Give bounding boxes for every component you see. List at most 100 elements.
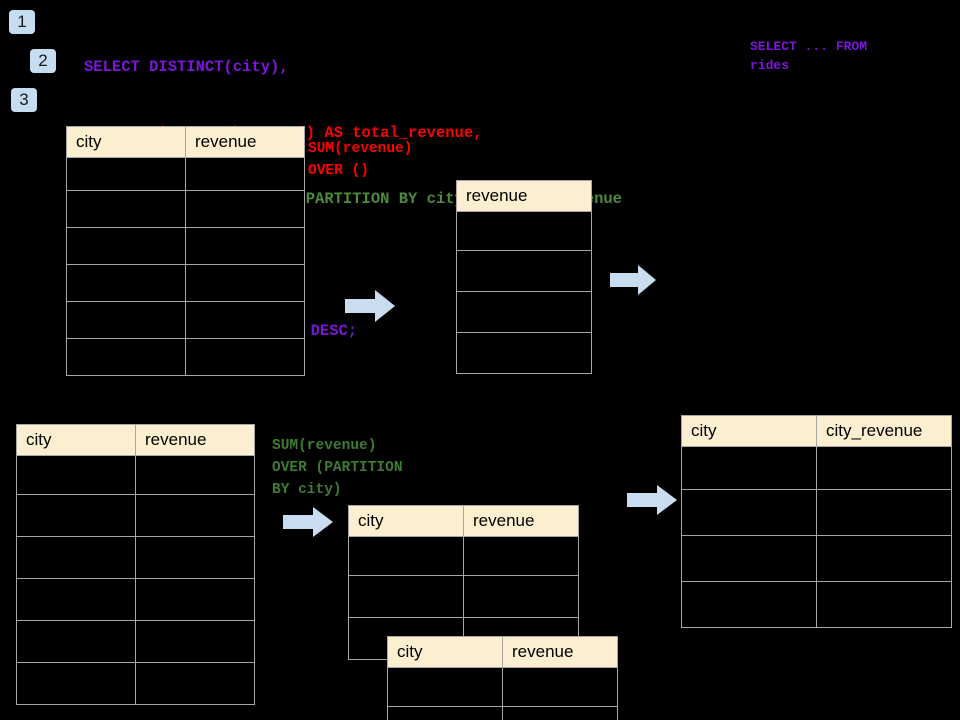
column-header-city: city	[348, 505, 464, 537]
cell-city	[66, 338, 186, 376]
table-row	[66, 301, 305, 339]
cell-city	[16, 494, 136, 537]
table-row	[681, 446, 952, 490]
table-row	[387, 706, 618, 720]
table-header-row: city revenue	[387, 636, 618, 668]
cell-city	[66, 157, 186, 191]
column-header-revenue: revenue	[185, 126, 305, 158]
source-rides-table-top: city revenue	[66, 126, 305, 376]
arrow-total-to-result	[610, 265, 656, 295]
step-badge-3: 3	[11, 88, 37, 112]
cell-city	[16, 578, 136, 621]
cell-revenue	[185, 157, 305, 191]
column-header-revenue: revenue	[502, 636, 618, 668]
cell-revenue	[185, 301, 305, 339]
step-badge-1: 1	[9, 10, 35, 34]
cell-revenue	[185, 264, 305, 302]
cell-revenue	[135, 494, 255, 537]
table-row	[66, 338, 305, 376]
cell-city-revenue	[816, 489, 952, 536]
partition-group-table-back: city revenue	[348, 505, 579, 660]
cell-revenue	[135, 662, 255, 705]
cell-revenue	[185, 227, 305, 265]
table-header-row: city revenue	[348, 505, 579, 537]
cell-city	[681, 535, 817, 582]
table-header-row: city city_revenue	[681, 415, 952, 447]
cell-revenue	[456, 332, 592, 374]
cell-city	[348, 536, 464, 576]
cell-city	[681, 581, 817, 628]
arrow-source-to-partition	[283, 507, 333, 537]
table-row	[16, 662, 255, 705]
cell-city	[66, 190, 186, 228]
cell-city	[16, 620, 136, 663]
table-row	[16, 494, 255, 537]
column-header-revenue: revenue	[135, 424, 255, 456]
total-revenue-table: revenue	[456, 180, 592, 374]
table-row	[387, 667, 618, 707]
table-row	[456, 291, 592, 333]
arrow-source-to-total	[345, 290, 395, 322]
cell-revenue	[463, 536, 579, 576]
arrow-partition-to-result	[627, 485, 677, 515]
partition-group-table-front: city revenue	[387, 636, 618, 720]
step-badge-2: 2	[30, 49, 56, 73]
column-header-revenue: revenue	[456, 180, 592, 212]
cell-revenue	[463, 575, 579, 618]
column-header-city: city	[16, 424, 136, 456]
annotation-total-window: SUM(revenue) OVER ()	[308, 141, 413, 179]
cell-revenue	[185, 338, 305, 376]
cell-city	[66, 301, 186, 339]
table-row	[456, 332, 592, 374]
cell-city	[16, 455, 136, 495]
table-header-row: revenue	[456, 180, 592, 212]
side-note-select-from: SELECT ... FROM rides	[750, 39, 868, 73]
table-row	[16, 578, 255, 621]
table-row	[66, 190, 305, 228]
cell-city	[387, 667, 503, 707]
cell-city-revenue	[816, 535, 952, 582]
table-row	[681, 489, 952, 536]
cell-city	[681, 489, 817, 536]
source-rides-table-bottom: city revenue	[16, 424, 255, 705]
cell-revenue	[456, 250, 592, 292]
column-header-city-revenue: city_revenue	[816, 415, 952, 447]
cell-revenue	[135, 578, 255, 621]
cell-city-revenue	[816, 446, 952, 490]
cell-city	[348, 575, 464, 618]
table-header-row: city revenue	[16, 424, 255, 456]
table-row	[456, 250, 592, 292]
sql-line-select: SELECT DISTINCT(city),	[84, 58, 289, 76]
cell-revenue	[456, 211, 592, 251]
table-row	[66, 227, 305, 265]
cell-city	[681, 446, 817, 490]
cell-city	[387, 706, 503, 720]
cell-revenue	[456, 291, 592, 333]
cell-city	[66, 227, 186, 265]
cell-revenue	[502, 706, 618, 720]
table-row	[348, 575, 579, 618]
table-row	[456, 211, 592, 251]
cell-city	[66, 264, 186, 302]
result-city-revenue-table: city city_revenue	[681, 415, 952, 628]
column-header-city: city	[681, 415, 817, 447]
cell-city-revenue	[816, 581, 952, 628]
cell-revenue	[135, 455, 255, 495]
column-header-revenue: revenue	[463, 505, 579, 537]
table-row	[681, 535, 952, 582]
table-row	[66, 157, 305, 191]
table-row	[348, 536, 579, 576]
table-row	[16, 536, 255, 579]
annotation-partition-window: SUM(revenue) OVER (PARTITION BY city)	[272, 438, 403, 498]
cell-revenue	[135, 536, 255, 579]
cell-revenue	[502, 667, 618, 707]
table-row	[681, 581, 952, 628]
column-header-city: city	[387, 636, 503, 668]
table-row	[16, 620, 255, 663]
cell-city	[16, 662, 136, 705]
table-row	[16, 455, 255, 495]
column-header-city: city	[66, 126, 186, 158]
cell-city	[16, 536, 136, 579]
table-row	[66, 264, 305, 302]
